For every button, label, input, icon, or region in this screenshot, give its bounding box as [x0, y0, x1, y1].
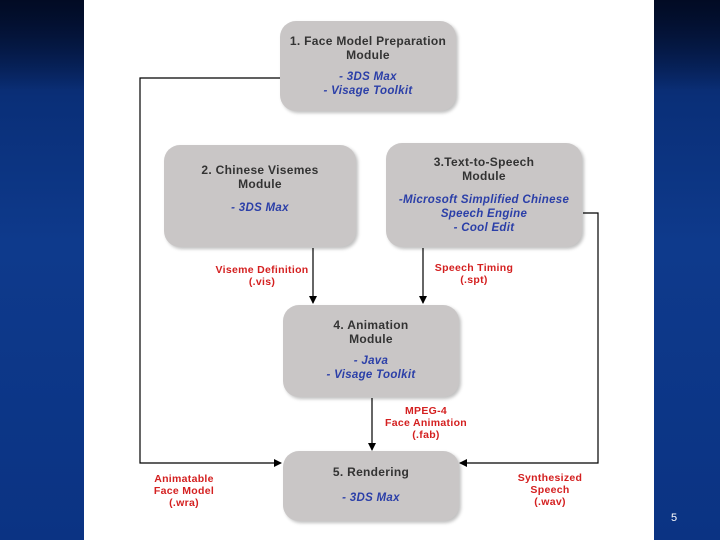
visemes-module-title: 2. Chinese Visemes Module [201, 163, 319, 191]
rendering-module-box: 5. Rendering - 3DS Max [283, 451, 459, 521]
rendering-module-title: 5. Rendering [332, 465, 410, 479]
animation-module-box: 4. Animation Module - Java - Visage Tool… [283, 305, 459, 397]
tts-module-box: 3.Text-to-Speech Module -Microsoft Simpl… [386, 143, 582, 247]
tts-module-title: 3.Text-to-Speech Module [433, 155, 535, 183]
connector-lines [139, 77, 599, 467]
speech-timing-label: Speech Timing (.spt) [434, 262, 514, 286]
slide-content: 1. Face Model Preparation Module - 3DS M… [84, 0, 654, 540]
rendering-module-tools: - 3DS Max [342, 492, 400, 504]
connector-tts-to-rendering [459, 212, 599, 467]
face-model-module-box: 1. Face Model Preparation Module - 3DS M… [280, 21, 456, 111]
connector-face-model-to-rendering [139, 77, 282, 467]
face-model-module-tools: - 3DS Max - Visage Toolkit [323, 71, 413, 97]
visemes-module-tools: - 3DS Max [231, 202, 289, 214]
animation-module-tools: - Java - Visage Toolkit [326, 355, 416, 381]
animatable-face-model-label: Animatable Face Model (.wra) [153, 473, 215, 509]
animation-module-title: 4. Animation Module [333, 318, 409, 346]
mpeg4-face-animation-label: MPEG-4 Face Animation (.fab) [385, 405, 467, 441]
tts-module-tools: -Microsoft Simplified Chinese Speech Eng… [398, 194, 570, 234]
visemes-module-box: 2. Chinese Visemes Module - 3DS Max [164, 145, 356, 247]
synthesized-speech-label: Synthesized Speech (.wav) [517, 472, 583, 508]
viseme-definition-label: Viseme Definition (.vis) [215, 264, 309, 288]
face-model-module-title: 1. Face Model Preparation Module [289, 34, 447, 62]
page-number: 5 [670, 512, 678, 524]
